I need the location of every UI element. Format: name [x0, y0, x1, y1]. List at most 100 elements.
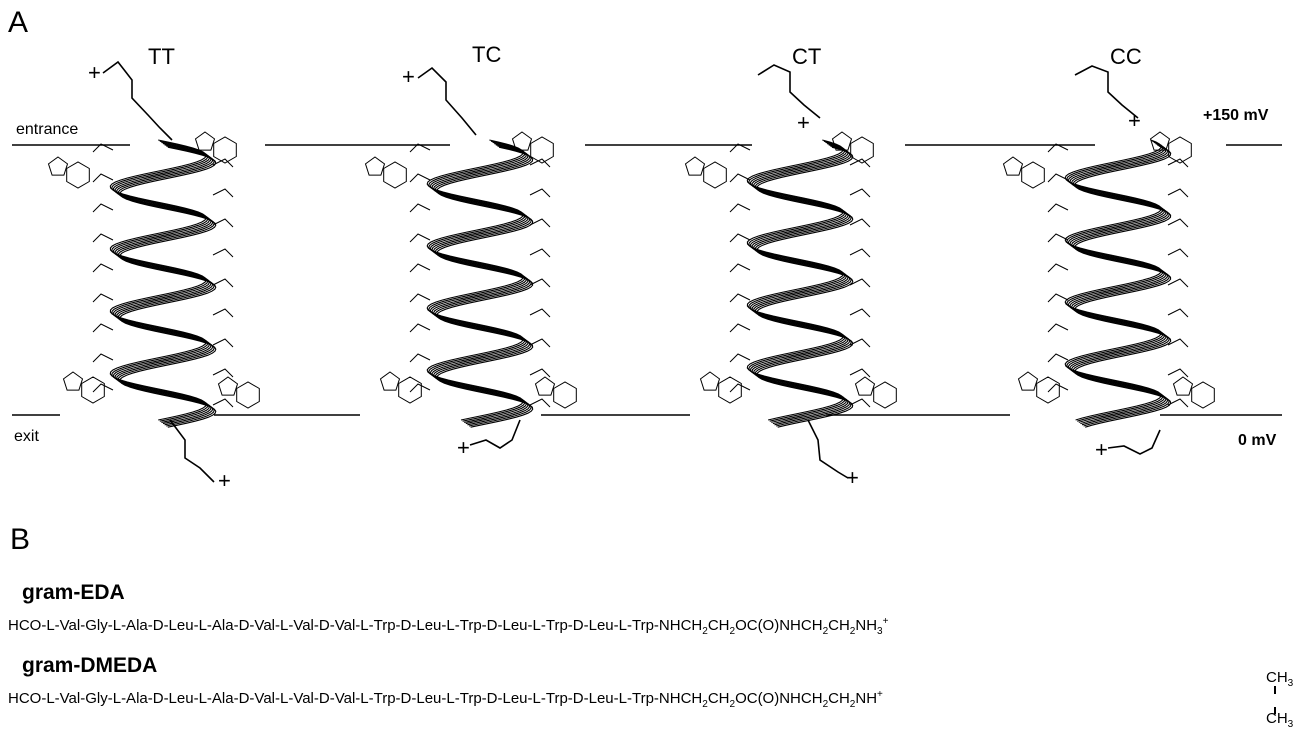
tryptophan-ring-tc	[398, 376, 422, 404]
tryptophan-ring-cc	[1002, 156, 1024, 176]
tryptophan-ring-tt	[217, 376, 239, 396]
side-chain-tt	[212, 278, 234, 288]
side-chain-tc	[409, 203, 431, 213]
side-chain-ct	[849, 308, 871, 318]
sequence-eda: HCO-L-Val-Gly-L-Ala-D-Leu-L-Ala-D-Val-L-…	[8, 616, 889, 637]
tryptophan-ring-cc	[1021, 161, 1045, 189]
side-chain-ct	[729, 383, 751, 393]
side-chain-tt	[212, 218, 234, 228]
side-chain-cc	[1047, 233, 1069, 243]
side-chain-cc	[1167, 248, 1189, 258]
side-chain-cc	[1047, 353, 1069, 363]
helix-ribbon-cc	[1069, 143, 1167, 425]
side-chain-cc	[1047, 143, 1069, 153]
channel-diagram	[12, 60, 1282, 483]
charge-plus-tc-bottom: +	[457, 435, 470, 460]
helix-ribbon-cc	[1074, 146, 1172, 428]
side-chain-ct	[729, 203, 751, 213]
side-chain-ct	[849, 248, 871, 258]
side-chain-tt	[92, 263, 114, 273]
helix-ribbon-tc	[426, 139, 524, 421]
side-chain-tc	[409, 173, 431, 183]
side-chain-tc	[529, 218, 551, 228]
side-chain-tc	[529, 188, 551, 198]
side-chain-ct	[849, 218, 871, 228]
charge-plus-ct-top: +	[797, 110, 810, 135]
side-chain-tc	[529, 278, 551, 288]
helix-ribbon-ct	[756, 146, 854, 428]
side-chain-cc	[1047, 383, 1069, 393]
panel-a-letter: A	[8, 6, 29, 39]
charged-tether	[102, 60, 173, 141]
helix-ribbon-cc	[1066, 140, 1164, 422]
side-chain-tc	[409, 263, 431, 273]
methyl-top: CH3	[1266, 669, 1294, 689]
helix-ribbon-tc	[429, 141, 527, 423]
dimer-label-tt: TT	[148, 44, 175, 69]
side-chain-ct	[849, 338, 871, 348]
tryptophan-ring-cc	[1036, 376, 1060, 404]
dimer-label-tc: TC	[472, 42, 502, 67]
tryptophan-ring-tt	[194, 131, 216, 151]
side-chain-cc	[1167, 158, 1189, 168]
tryptophan-ring-ct	[684, 156, 706, 176]
side-chain-tc	[409, 293, 431, 303]
side-chain-tc	[409, 143, 431, 153]
side-chain-tt	[92, 293, 114, 303]
charge-plus-cc-top: +	[1128, 108, 1141, 133]
helix-ribbon-tt	[119, 146, 217, 428]
charge-plus-tt-top: +	[88, 60, 101, 85]
side-chain-ct	[849, 398, 871, 408]
tryptophan-ring-cc	[1172, 376, 1194, 396]
exit-label: exit	[14, 428, 39, 445]
helix-ribbon-cc	[1064, 139, 1162, 421]
side-chain-cc	[1167, 338, 1189, 348]
charged-tether	[1074, 65, 1139, 119]
tryptophan-ring-ct	[854, 376, 876, 396]
side-chain-cc	[1047, 203, 1069, 213]
side-chain-ct	[729, 263, 751, 273]
side-chain-cc	[1167, 188, 1189, 198]
charge-plus-tc-top: +	[402, 64, 415, 89]
tryptophan-ring-tt	[236, 381, 260, 409]
tryptophan-ring-tc	[364, 156, 386, 176]
tryptophan-ring-cc	[1017, 371, 1039, 391]
side-chain-cc	[1167, 278, 1189, 288]
peptide-name-eda: gram-EDA	[22, 581, 125, 604]
side-chain-cc	[1167, 398, 1189, 408]
charge-plus-tt-bottom: +	[218, 468, 231, 493]
side-chain-ct	[729, 143, 751, 153]
helix-ribbon-cc	[1072, 145, 1170, 427]
tryptophan-ring-ct	[703, 161, 727, 189]
side-chain-tt	[212, 308, 234, 318]
helix-ribbon-tt	[117, 145, 215, 427]
entrance-label: entrance	[16, 121, 79, 138]
helix-ribbon-tt	[116, 144, 214, 426]
side-chain-cc	[1047, 293, 1069, 303]
tryptophan-ring-ct	[718, 376, 742, 404]
tryptophan-ring-tt	[62, 371, 84, 391]
panel-b-letter: B	[10, 523, 31, 556]
side-chain-tt	[92, 143, 114, 153]
side-chain-ct	[729, 353, 751, 363]
side-chain-cc	[1167, 368, 1189, 378]
charged-tether	[757, 64, 821, 119]
side-chain-tt	[212, 158, 234, 168]
dimer-label-ct: CT	[792, 44, 822, 69]
dimer-label-cc: CC	[1110, 44, 1142, 69]
tryptophan-ring-ct	[873, 381, 897, 409]
tryptophan-ring-tc	[379, 371, 401, 391]
charged-tether	[469, 419, 521, 449]
charge-plus-ct-bottom: +	[846, 465, 859, 490]
tryptophan-ring-tc	[534, 376, 556, 396]
tryptophan-ring-tt	[81, 376, 105, 404]
side-chain-tt	[92, 323, 114, 333]
tryptophan-ring-tt	[47, 156, 69, 176]
helix-ribbon-cc	[1070, 144, 1169, 426]
side-chain-tc	[409, 323, 431, 333]
tryptophan-ring-tc	[511, 131, 533, 151]
side-chain-tc	[529, 158, 551, 168]
side-chain-tt	[212, 368, 234, 378]
side-chain-cc	[1047, 173, 1069, 183]
side-chain-ct	[729, 233, 751, 243]
